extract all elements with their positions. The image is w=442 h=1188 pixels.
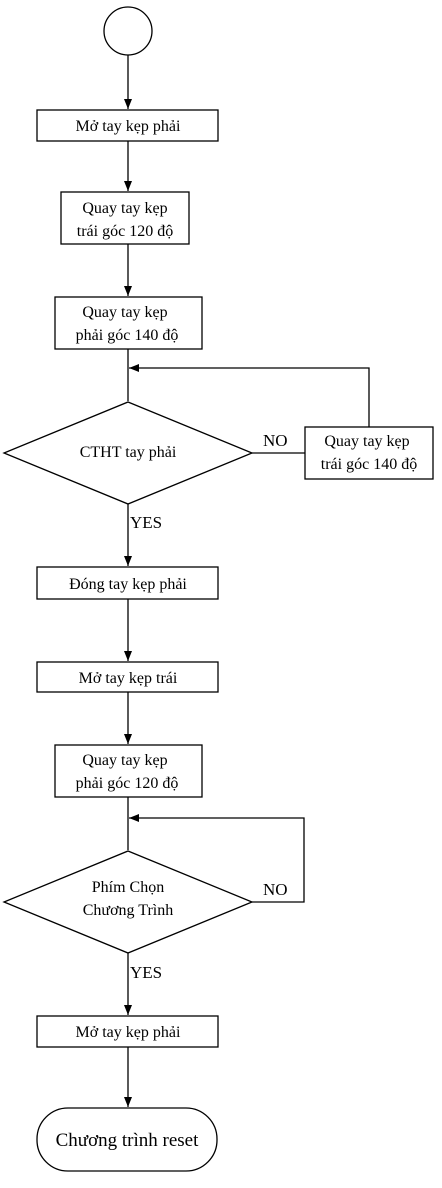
step-open-right-gripper-final-label: Mở tay kẹp phải (76, 1024, 181, 1041)
step-rotate-right-120-line1: Quay tay kẹp (82, 752, 167, 769)
step-rotate-left-140-line1: Quay tay kẹp (324, 433, 409, 450)
step-rotate-right-140-line2: phải góc 140 độ (76, 327, 179, 344)
step-open-left-gripper: Mở tay kẹp trái (36, 661, 219, 693)
step-rotate-left-140-line2: trái góc 140 độ (321, 456, 417, 473)
decision-right-limit-switch-label: CTHT tay phải (80, 444, 177, 461)
end-node-label: Chương trình reset (56, 1130, 199, 1151)
step-close-right-gripper: Đóng tay kẹp phải (36, 566, 219, 600)
step-open-right-gripper-final: Mở tay kẹp phải (36, 1015, 219, 1048)
step-open-right-gripper: Mở tay kẹp phải (36, 109, 219, 142)
step-rotate-right-140-line1: Quay tay kẹp (82, 304, 167, 321)
decision-program-select-key-line2: Chương Trình (83, 902, 174, 919)
step-open-right-gripper-label: Mở tay kẹp phải (76, 118, 181, 135)
step-rotate-right-140: Quay tay kẹp phải góc 140 độ (54, 296, 203, 350)
step-rotate-left-140: Quay tay kẹp trái góc 140 độ (304, 426, 434, 480)
step-rotate-right-120: Quay tay kẹp phải góc 120 độ (54, 744, 203, 798)
step-rotate-left-120-line2: trái góc 120 độ (77, 223, 173, 240)
label-no-2: NO (263, 880, 288, 899)
step-rotate-left-120-line1: Quay tay kẹp (82, 200, 167, 217)
connectors (124, 55, 370, 1107)
label-yes-2: YES (130, 963, 162, 982)
decision-right-limit-switch: CTHT tay phải (2, 401, 254, 505)
step-rotate-right-120-line2: phải góc 120 độ (76, 775, 179, 792)
step-close-right-gripper-label: Đóng tay kẹp phải (69, 576, 187, 593)
decision-program-select-key-line1: Phím Chọn (92, 879, 164, 896)
end-node: Chương trình reset (36, 1107, 218, 1172)
start-node (103, 6, 153, 56)
arrow-decision2-loop-back (129, 814, 305, 903)
decision-program-select-key: Phím Chọn Chương Trình (2, 850, 254, 954)
label-no-1: NO (263, 431, 288, 450)
label-yes-1: YES (130, 513, 162, 532)
step-rotate-left-120: Quay tay kẹp trái góc 120 độ (60, 191, 190, 245)
step-open-left-gripper-label: Mở tay kẹp trái (79, 670, 178, 687)
arrow-side1-loop-back (129, 364, 370, 427)
